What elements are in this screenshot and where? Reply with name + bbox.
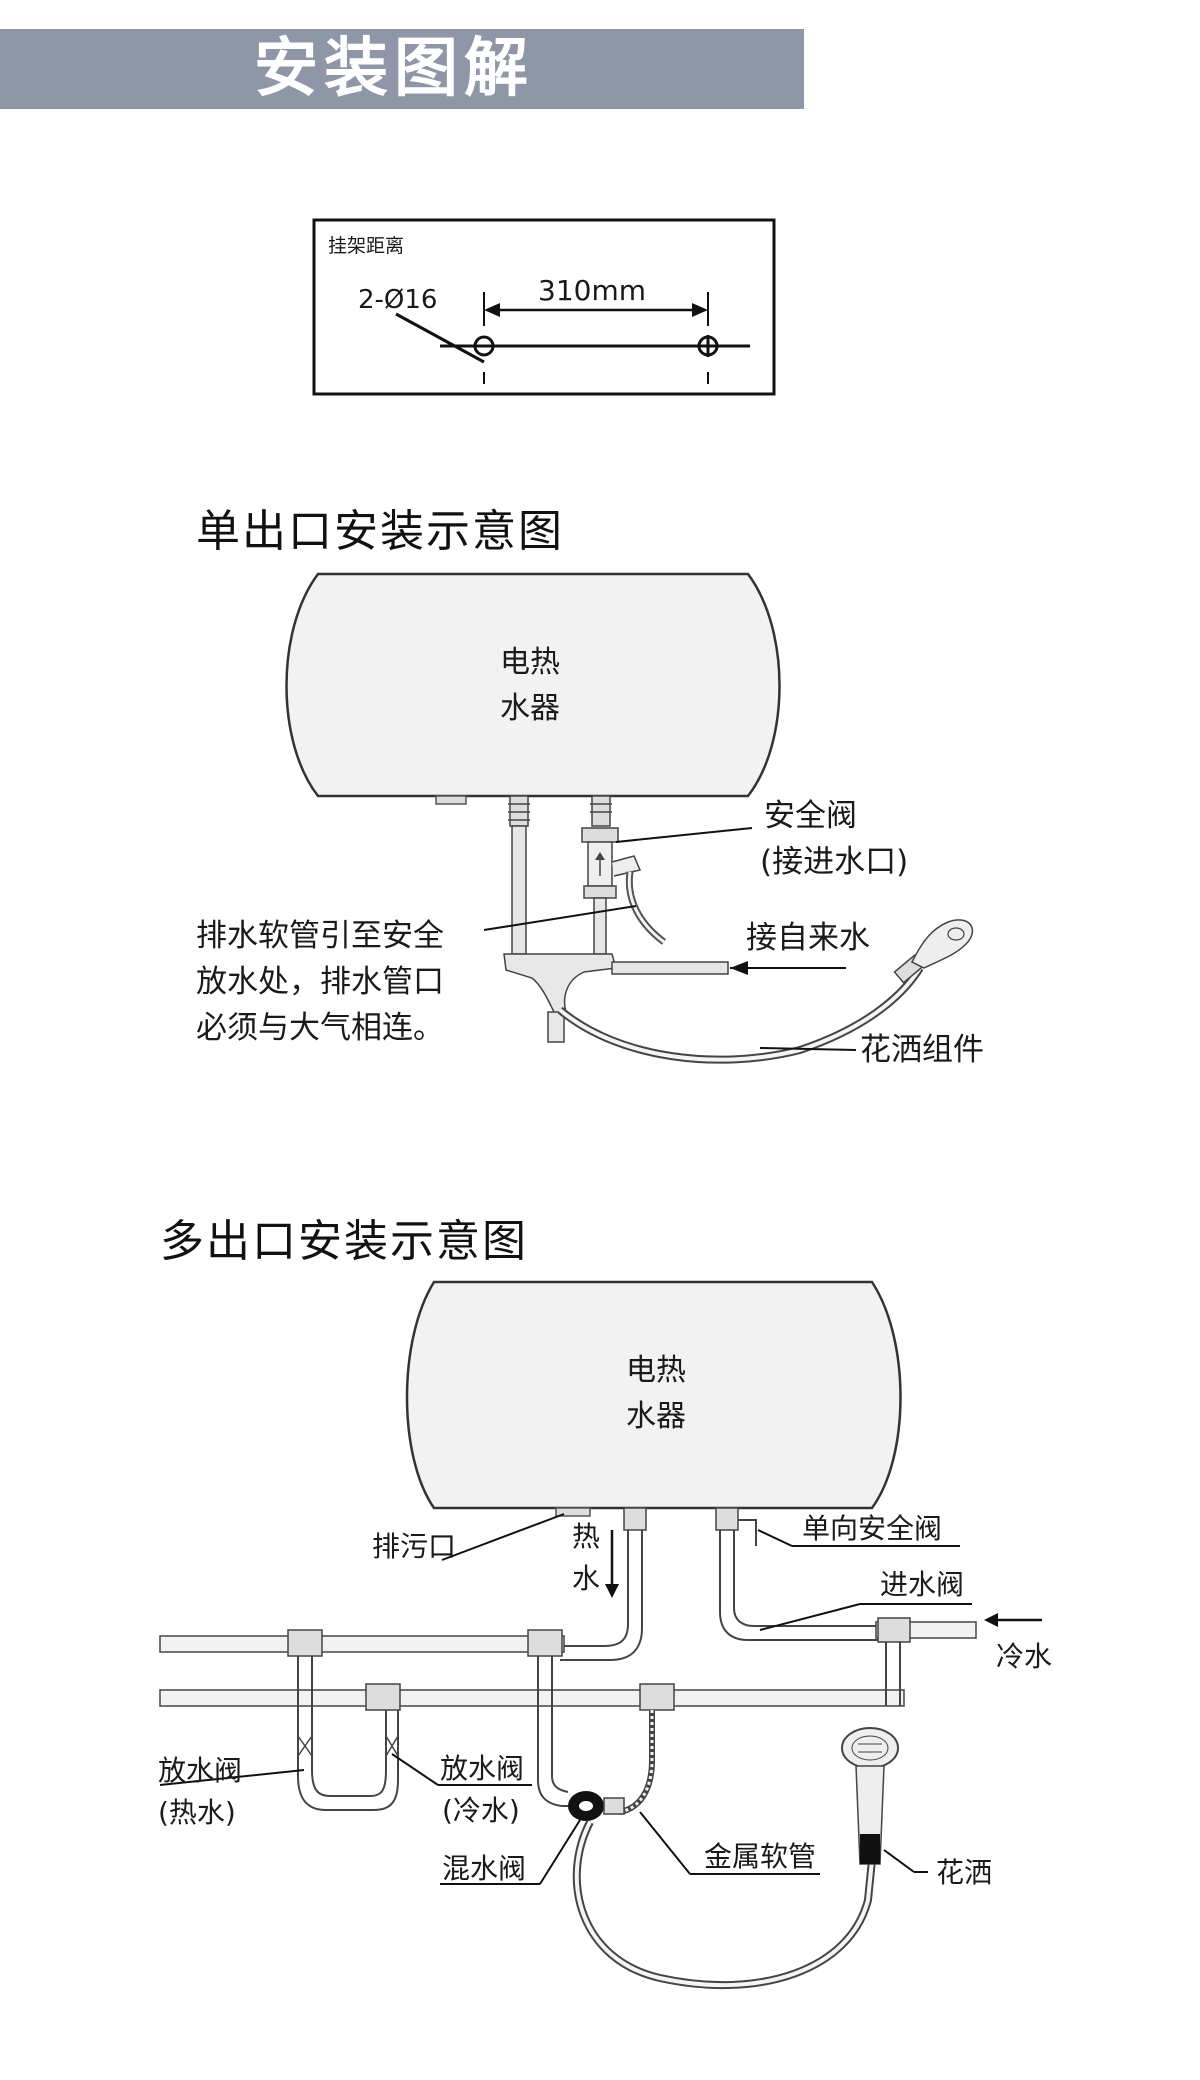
inlet-pipe bbox=[593, 897, 607, 955]
cold-water-main-pipe bbox=[159, 1689, 905, 1707]
drain-valve-loop bbox=[297, 1656, 399, 1811]
check-valve-label: 单向安全阀 bbox=[802, 1512, 942, 1545]
inlet-note-label: (接进水口) bbox=[760, 844, 908, 880]
dimension-arrow-right bbox=[692, 303, 708, 317]
single-heater-body bbox=[285, 572, 781, 798]
safety-valve-label: 安全阀 bbox=[764, 798, 857, 834]
drain-valve-cold-label-1: 放水阀 bbox=[440, 1752, 524, 1785]
check-valve-icon bbox=[738, 1519, 757, 1546]
hot-water-main-pipe bbox=[159, 1635, 565, 1653]
hole-spec-label: 2-Ø16 bbox=[358, 285, 437, 315]
single-outlet-diagram: 电热 水器 bbox=[196, 572, 984, 1068]
left-hole-icon bbox=[473, 335, 495, 357]
bracket-frame bbox=[312, 218, 776, 396]
hot-water-label-2: 水 bbox=[572, 1562, 600, 1595]
mixer-valve-label: 混水阀 bbox=[442, 1852, 526, 1885]
shower-label: 花洒 bbox=[936, 1856, 992, 1889]
drain-valve-hot-label-1: 放水阀 bbox=[158, 1754, 242, 1787]
drain-note-line-1: 排水软管引至安全 bbox=[196, 918, 444, 954]
bracket-label: 挂架距离 bbox=[328, 235, 404, 257]
single-heater-label-2: 水器 bbox=[500, 691, 560, 726]
header-bar bbox=[0, 29, 804, 109]
cold-water-label: 冷水 bbox=[996, 1640, 1052, 1673]
metal-hose-label: 金属软管 bbox=[704, 1840, 816, 1873]
inlet-valve-label: 进水阀 bbox=[880, 1568, 964, 1601]
single-heater-label-1: 电热 bbox=[500, 645, 560, 680]
multi-outlet-title: 多出口安装示意图 bbox=[160, 1216, 528, 1267]
drain-outlet-label: 排污口 bbox=[372, 1530, 456, 1563]
multi-heater-label-1: 电热 bbox=[626, 1353, 686, 1388]
metal-hose bbox=[619, 1710, 655, 1815]
drain-valve-hot-label-2: (热水) bbox=[158, 1796, 236, 1829]
single-mixer-valve bbox=[503, 953, 617, 1017]
hole-leader-line bbox=[395, 312, 485, 364]
multi-heater-label-2: 水器 bbox=[626, 1399, 686, 1434]
hot-water-label-1: 热 bbox=[572, 1520, 600, 1553]
drain-note-line-2: 放水处，排水管口 bbox=[196, 964, 444, 1000]
shower-kit-label: 花洒组件 bbox=[860, 1032, 984, 1068]
multi-outlet-diagram: 电热 水器 bbox=[158, 1280, 1052, 1990]
tap-water-inlet-pipe bbox=[611, 961, 729, 975]
single-outlet-title: 单出口安装示意图 bbox=[196, 506, 564, 557]
page-title: 安装图解 bbox=[254, 32, 534, 106]
drain-note-line-3: 必须与大气相连。 bbox=[196, 1010, 444, 1046]
drain-valve-cold-label-2: (冷水) bbox=[442, 1794, 520, 1827]
multi-heater-body bbox=[405, 1280, 902, 1510]
distance-label: 310mm bbox=[538, 274, 646, 307]
bracket-distance-figure: 挂架距离 2-Ø16 310mm bbox=[312, 218, 776, 396]
dimension-arrow-left bbox=[484, 303, 500, 317]
shower-head-icon bbox=[841, 1727, 899, 1769]
shower-head-icon bbox=[910, 919, 974, 969]
tap-water-label: 接自来水 bbox=[746, 920, 870, 956]
hot-outlet-pipe bbox=[511, 825, 527, 955]
